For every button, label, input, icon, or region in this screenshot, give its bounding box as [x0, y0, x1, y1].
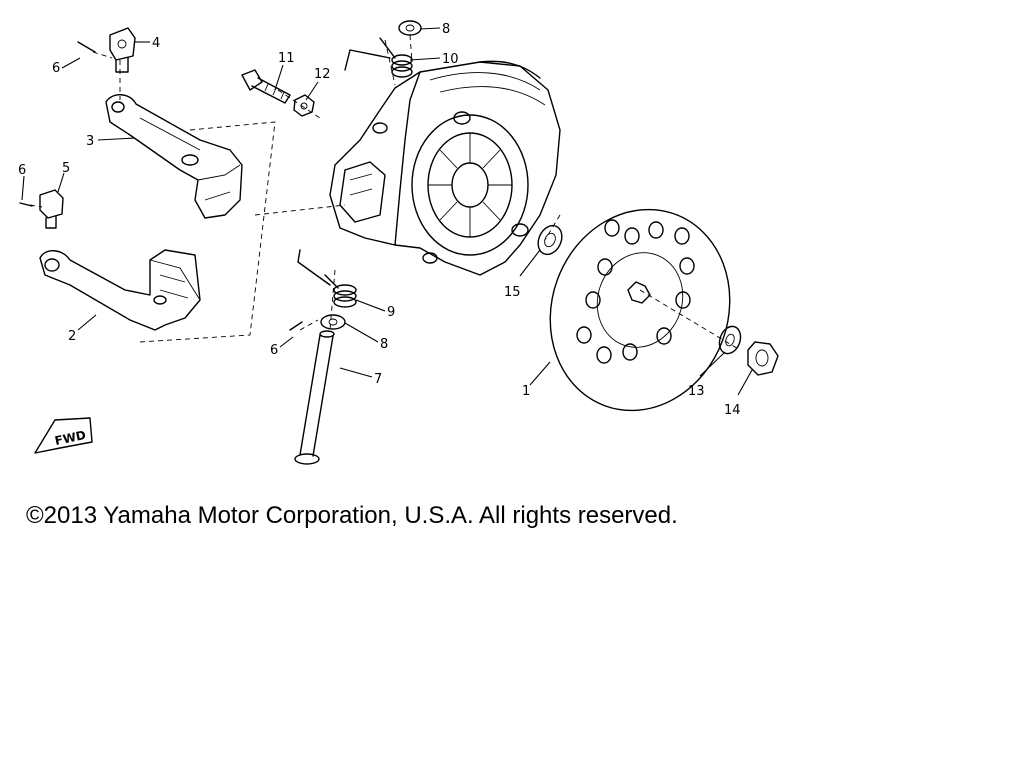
callout-10: 10: [442, 52, 459, 67]
part-10-upper-spring: [344, 37, 413, 78]
callout-leaders: [21, 27, 753, 396]
copyright-notice: ©2013 Yamaha Motor Corporation, U.S.A. A…: [26, 502, 678, 529]
part-5-block: [39, 189, 64, 229]
part-2-lower-arm: [39, 249, 201, 331]
part-12-nut: [293, 94, 315, 117]
callout-6a: 6: [52, 61, 60, 76]
callout-8b: 8: [380, 337, 388, 352]
fwd-direction-badge: FWD: [34, 417, 93, 454]
fwd-label: FWD: [54, 428, 88, 448]
callout-3: 3: [86, 134, 94, 149]
callout-6c: 6: [270, 343, 278, 358]
callout-2: 2: [68, 329, 76, 344]
callout-7: 7: [374, 372, 382, 387]
part-7-shaft: [294, 330, 335, 465]
callout-11: 11: [278, 51, 295, 66]
part-3-upper-arm: [105, 94, 243, 219]
callout-13: 13: [688, 384, 705, 399]
callout-6b: 6: [18, 163, 26, 178]
part-13-washer: [718, 325, 742, 355]
part-11-bolt: [241, 69, 291, 104]
callout-12: 12: [314, 67, 331, 82]
callout-14: 14: [724, 403, 741, 418]
part-4-block: [109, 27, 136, 73]
callout-1: 1: [522, 384, 530, 399]
part-14-nut: [747, 341, 779, 376]
callout-8a: 8: [442, 22, 450, 37]
parts-diagram: FWD 1 2 3 4 5 6 6 6 7 8 8 9 10 11: [18, 20, 779, 465]
callout-4: 4: [152, 36, 160, 51]
callout-15: 15: [504, 285, 521, 300]
callout-9: 9: [387, 305, 395, 320]
brake-housing: [329, 60, 561, 276]
part-8-upper-washer: [398, 20, 422, 36]
callout-5: 5: [62, 161, 70, 176]
part-9-lower-spring: [297, 249, 357, 308]
part-6-pins: [19, 41, 303, 331]
assembly-guide-lines: [29, 34, 741, 351]
callout-numbers: 1 2 3 4 5 6 6 6 7 8 8 9 10 11 12 13 14 1…: [18, 22, 741, 418]
part-15-washer: [537, 224, 563, 256]
part-1-brake-disc: [549, 208, 731, 412]
part-8-lower-washer: [320, 314, 346, 330]
